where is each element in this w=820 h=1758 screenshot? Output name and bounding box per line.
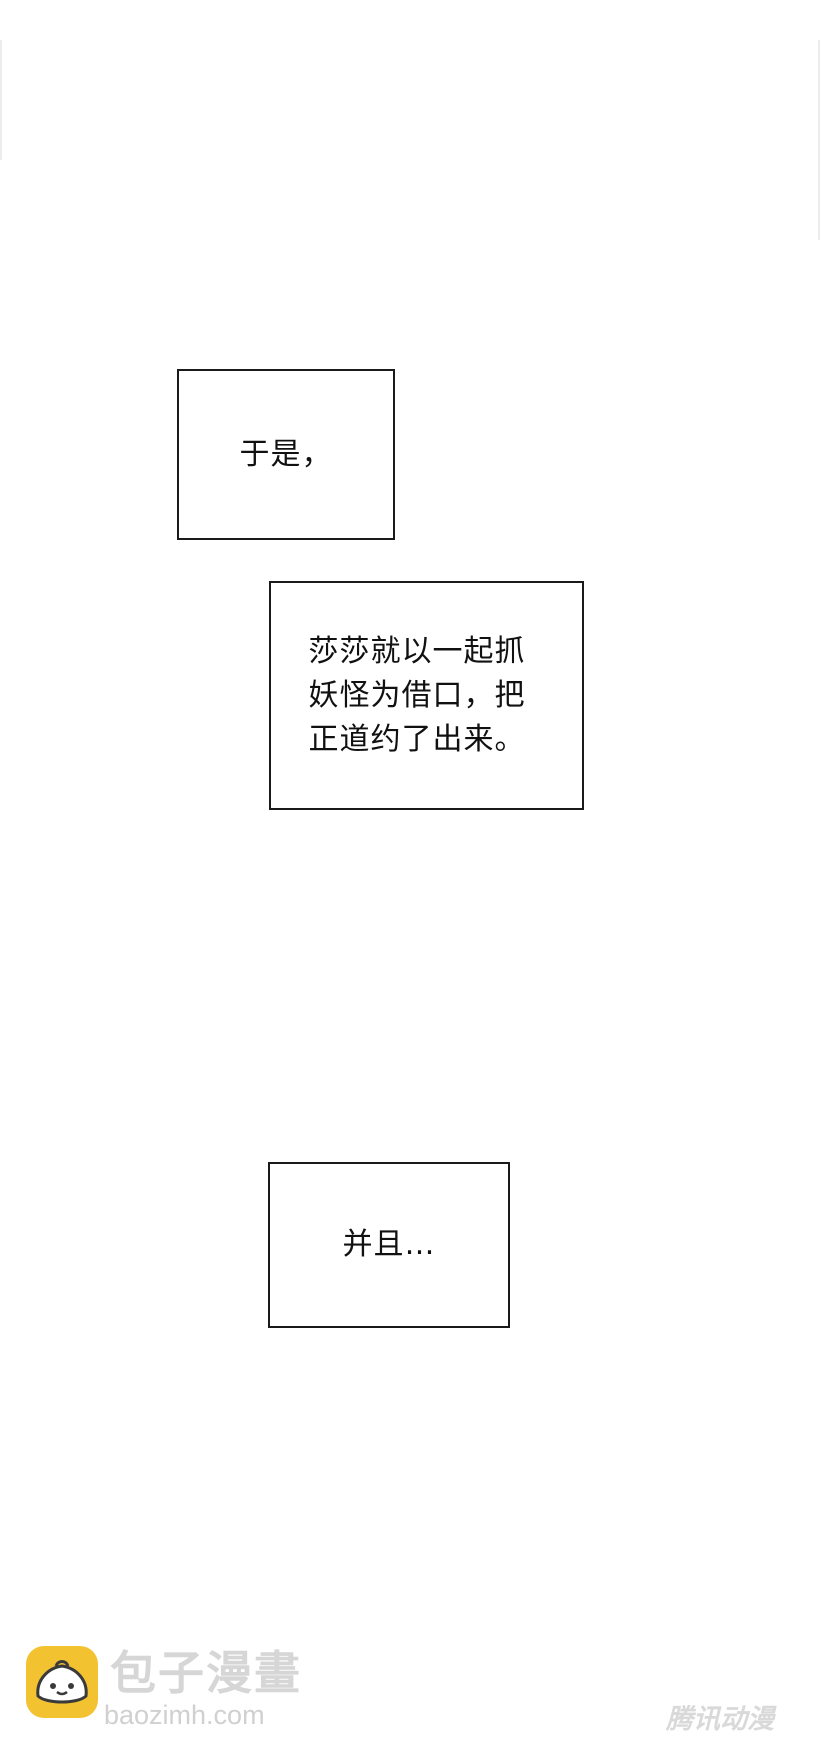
steamed-bun-icon xyxy=(36,1660,88,1704)
caption-box-3: 并且… xyxy=(268,1162,510,1328)
caption-text-1: 于是， xyxy=(239,436,333,472)
logo-title: 包子漫畫 xyxy=(110,1646,302,1700)
caption-box-2: 莎莎就以一起抓妖怪为借口，把正道约了出来。 xyxy=(269,581,584,810)
right-edge-mark xyxy=(818,40,820,240)
caption-text-3: 并且… xyxy=(342,1227,436,1262)
publisher-watermark: 腾讯动漫 xyxy=(666,1704,774,1735)
logo-badge xyxy=(26,1646,98,1718)
caption-box-1: 于是， xyxy=(177,369,395,540)
logo-url[interactable]: baozimh.com xyxy=(104,1700,265,1730)
left-edge-mark xyxy=(0,40,2,160)
caption-text-2: 莎莎就以一起抓妖怪为借口，把正道约了出来。 xyxy=(308,633,526,757)
site-logo[interactable]: 包子漫畫 baozimh.com xyxy=(26,1646,326,1736)
